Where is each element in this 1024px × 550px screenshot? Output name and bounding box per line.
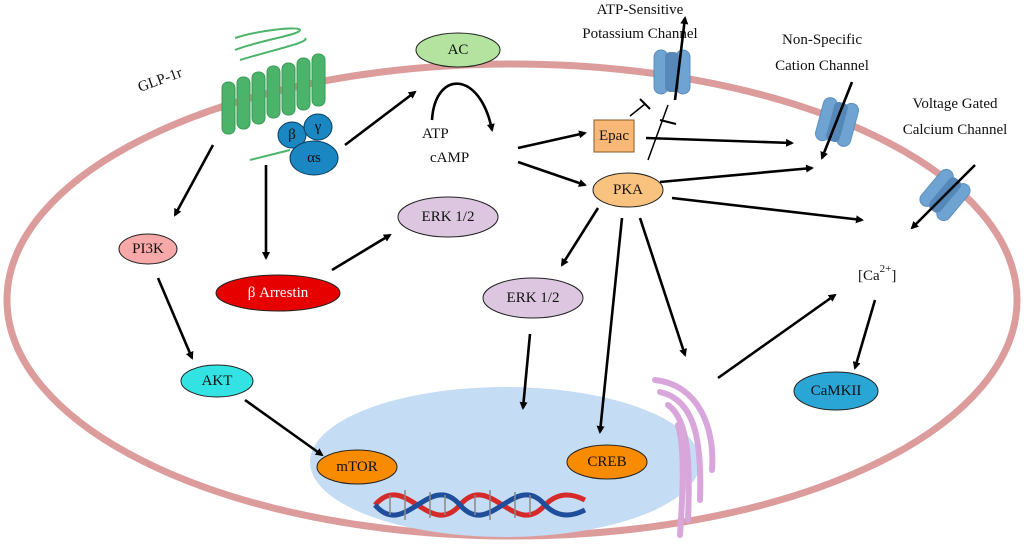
glp1-receptor-icon	[221, 27, 326, 161]
arrestin-node	[215, 274, 341, 312]
camkii-node	[793, 371, 879, 411]
g-protein: β γ αs	[277, 113, 339, 176]
creb-node	[566, 444, 648, 480]
pka-node	[592, 172, 664, 208]
dna-icon	[373, 490, 587, 520]
akt-node	[180, 364, 254, 398]
mtor-node	[316, 449, 398, 485]
camp-label: cAMP	[430, 150, 469, 166]
epac-label: Epac	[599, 128, 629, 144]
ac-node	[415, 32, 501, 68]
g-beta-label: β	[288, 127, 296, 143]
katp-channel-icon	[653, 49, 691, 95]
vgcc-label-2: Calcium Channel	[903, 122, 1008, 138]
endoplasmic-reticulum-icon	[652, 377, 716, 538]
pi3k-node	[118, 233, 178, 265]
erk-bottom-node	[482, 277, 584, 319]
mtor-label: mTOR	[336, 459, 377, 475]
pi3k-label: PI3K	[132, 241, 164, 257]
erk-top-label: ERK 1/2	[422, 209, 475, 225]
ac-label: AC	[448, 42, 469, 58]
erk-bottom-label: ERK 1/2	[507, 290, 560, 306]
g-alpha-s-label: αs	[307, 150, 321, 166]
creb-label: CREB	[587, 454, 626, 470]
vgcc-label-1: Voltage Gated	[912, 96, 998, 112]
atp-label: ATP	[422, 126, 449, 142]
erk-top-node	[397, 196, 499, 238]
pathway-arrows	[156, 16, 976, 457]
calcium-label: [Ca2+]	[858, 263, 896, 284]
katp-label-2: Potassium Channel	[582, 26, 697, 42]
g-gamma-label: γ	[314, 119, 322, 135]
katp-label-1: ATP-Sensitive	[597, 2, 684, 18]
receptor-label: GLP-1r	[136, 65, 185, 96]
pka-label: PKA	[613, 182, 643, 198]
nsc-label-2: Cation Channel	[775, 58, 869, 74]
akt-label: AKT	[202, 373, 233, 389]
arrestin-label: β Arrestin	[248, 285, 309, 301]
camkii-label: CaMKII	[811, 383, 862, 399]
nsc-label-1: Non-Specific	[782, 32, 862, 48]
epac-node	[593, 119, 635, 153]
